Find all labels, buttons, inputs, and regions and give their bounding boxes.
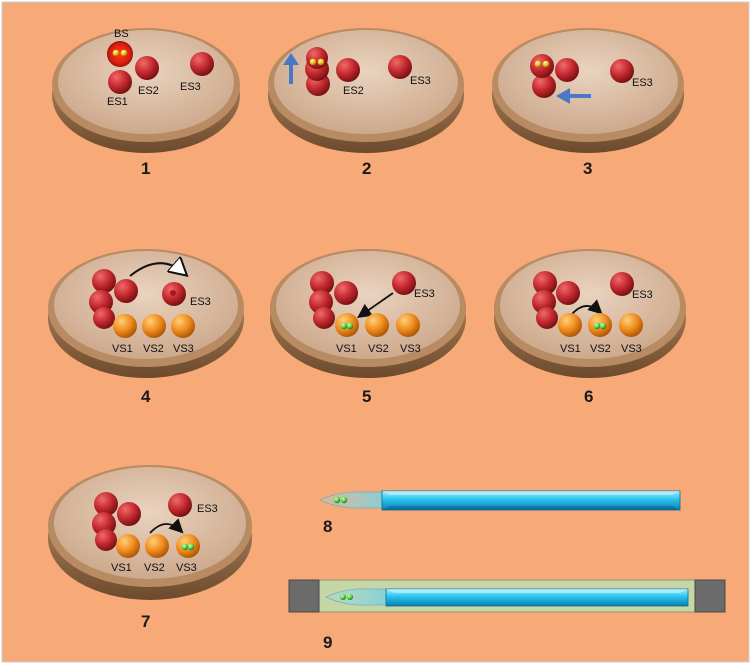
drop-label: ES3 [190,296,211,308]
drop-es3 [610,59,634,83]
drop-es3 [610,272,634,296]
drop-label: ES2 [138,85,159,97]
drop-es3 [392,271,416,295]
drop-vs3 [396,313,420,337]
drop-merged [334,281,358,305]
drop-es1 [108,70,132,94]
embryo [594,323,600,329]
embryo [113,50,120,57]
drop-vs3 [619,313,643,337]
drop-label: VS2 [590,343,611,355]
drop-merged [530,54,554,78]
step-number: 2 [362,159,371,178]
drop-es3 [168,493,192,517]
drop-merged [313,307,335,329]
drop-vs1 [558,313,582,337]
embryo [188,544,194,550]
drop-label: VS1 [112,343,133,355]
drop-label: VS3 [173,343,194,355]
step-number: 1 [141,159,150,178]
step-number: 8 [323,517,332,536]
embryo [340,594,346,600]
drop-merged [536,307,558,329]
drop-label: VS3 [400,343,421,355]
step-number: 5 [362,387,371,406]
drop-vs2 [365,313,389,337]
embryo [121,50,128,57]
embryo [334,497,340,503]
drop-vs2 [142,314,166,338]
drop-label: VS2 [368,343,389,355]
drop-merged [93,307,115,329]
step-number: 7 [141,612,150,631]
drop-label: ES2 [343,85,364,97]
drop-label: ES3 [197,503,218,515]
drop-merged [556,281,580,305]
drop-label: ES3 [632,77,653,89]
drop-vs1 [113,314,137,338]
straw-plug-left [289,580,319,612]
drop-es2 [135,56,159,80]
drop-label: VS1 [560,343,581,355]
drop-label: ES3 [180,81,201,93]
drop-label: ES3 [410,75,431,87]
embryo [535,61,542,68]
drop-label: ES3 [632,289,653,301]
embryo [182,544,188,550]
drop-label: VS3 [621,343,642,355]
drop-merged [555,58,579,82]
drop-merged [95,529,117,551]
drop-vs3 [171,314,195,338]
step-number: 9 [323,633,332,652]
drop-label: ES1 [107,96,128,108]
drop-bs [107,41,133,67]
drop-label: VS2 [143,343,164,355]
embryo [318,59,325,66]
drop-merged [114,279,138,303]
embryo [310,59,317,66]
drop-label: BS [114,28,129,40]
embryo [347,323,353,329]
embryo [341,323,347,329]
embryo [347,594,353,600]
drop-es2 [336,58,360,82]
drop-label: VS1 [111,562,132,574]
straw-plug-right [695,580,725,612]
drop-merged [117,502,141,526]
drop-label: VS3 [176,562,197,574]
drop-label: VS1 [336,343,357,355]
embryo [543,61,550,68]
drop-es3 [388,55,412,79]
drop-merged [92,269,116,293]
drop-vs2 [145,534,169,558]
drop-vs1 [116,534,140,558]
step-number: 6 [584,387,593,406]
drop-label: ES3 [414,288,435,300]
drop-label: VS2 [144,562,165,574]
step-number: 4 [141,387,151,406]
drop-es3 [190,52,214,76]
step-number: 3 [583,159,592,178]
drop-merged [306,47,328,69]
embryo [600,323,606,329]
embryo [341,497,347,503]
